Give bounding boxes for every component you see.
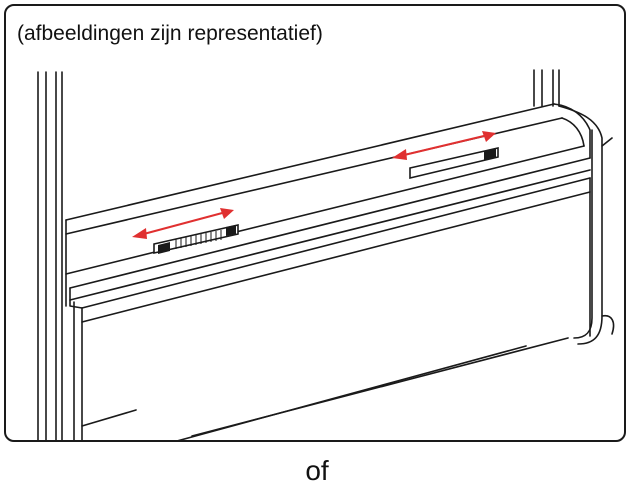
right-cabinet-wall — [533, 69, 615, 345]
drawer-front — [73, 177, 591, 440]
left-cabinet-wall — [37, 71, 63, 440]
right-vent-slider-icon — [409, 146, 499, 180]
fridge-drawer-illustration — [37, 69, 615, 440]
illustration-frame: (afbeeldingen zijn representatief) — [4, 4, 626, 442]
right-double-arrow-icon — [392, 131, 496, 160]
left-vent-slider-icon — [153, 223, 239, 255]
drawer-top-cover — [65, 103, 591, 309]
caption-text: (afbeeldingen zijn representatief) — [17, 22, 323, 45]
left-double-arrow-icon — [132, 208, 234, 239]
footer-label: of — [305, 455, 329, 486]
